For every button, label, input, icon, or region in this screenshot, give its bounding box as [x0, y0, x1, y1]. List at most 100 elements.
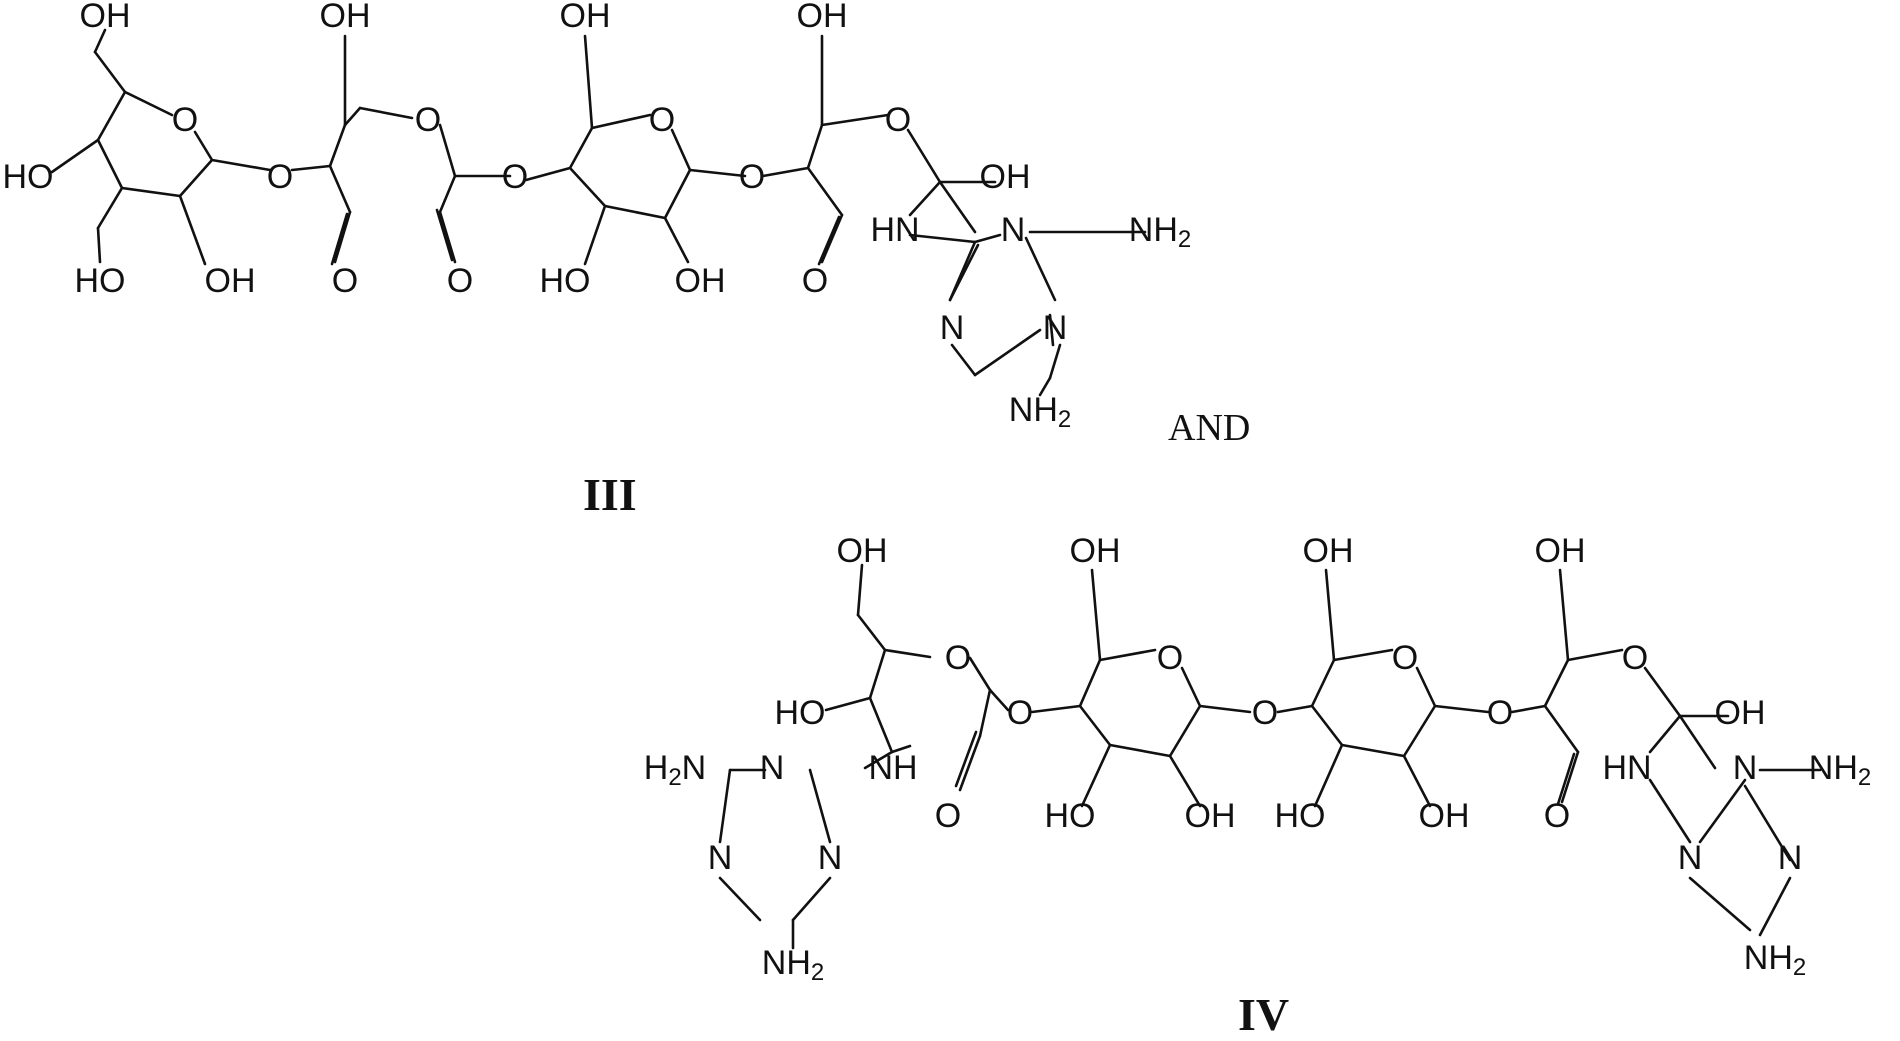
bond-line: [1678, 714, 1717, 770]
bond-line: [1324, 568, 1336, 662]
atom-label: HN: [1602, 749, 1651, 787]
atom-label: O: [649, 101, 675, 139]
atom-label: NH: [868, 749, 917, 787]
atom-label: OH: [1303, 532, 1354, 570]
bond-line: [1080, 743, 1112, 808]
bond-line: [1543, 704, 1580, 754]
bond-line: [93, 50, 127, 94]
bond-line: [1078, 704, 1112, 747]
atom-label: NH2: [1809, 749, 1871, 791]
bond-line: [96, 90, 127, 142]
bond-line: [438, 174, 457, 214]
bond-line: [958, 734, 982, 792]
bond-line: [1332, 648, 1394, 662]
molecule-label-iv: IV: [1238, 989, 1289, 1040]
bond-line: [1098, 648, 1157, 662]
atom-label: O: [885, 101, 911, 139]
bond-line: [820, 213, 844, 264]
bond-line: [1180, 666, 1202, 708]
bond-line: [938, 180, 977, 234]
atom-label: O: [267, 158, 293, 196]
bond-line: [1310, 704, 1344, 747]
atom-label: O: [935, 797, 961, 835]
bond-line: [950, 343, 977, 377]
bond-line: [856, 563, 864, 617]
bond-line: [906, 128, 942, 184]
atom-label: OH: [320, 0, 371, 35]
atom-label: OH: [1535, 532, 1586, 570]
bond-line: [1510, 704, 1547, 714]
bond-line: [96, 138, 124, 190]
bond-line: [1648, 778, 1692, 844]
bond-line: [806, 166, 844, 217]
bond-line: [438, 123, 457, 178]
atom-label: N: [1678, 839, 1703, 877]
bond-line: [1038, 376, 1052, 397]
bond-line: [883, 648, 932, 659]
bond-line: [856, 613, 887, 652]
bond-line: [761, 166, 810, 178]
bond-line: [210, 158, 272, 172]
bond-line: [1402, 754, 1432, 808]
bond-line: [193, 130, 214, 162]
bond-line: [1048, 313, 1055, 347]
bond-line: [824, 696, 872, 712]
atom-label: O: [447, 262, 473, 300]
atom-label: O: [1487, 694, 1513, 732]
bond-line: [820, 113, 890, 127]
atom-label: O: [802, 262, 828, 300]
bond-line: [290, 164, 332, 172]
atom-label: O: [945, 639, 971, 677]
bond-line: [1566, 648, 1624, 662]
atom-label: O: [1007, 694, 1033, 732]
atom-label: HO: [75, 262, 126, 300]
atom-label: OH: [1419, 797, 1470, 835]
atom-label: OH: [1070, 532, 1121, 570]
bond-line: [1108, 743, 1172, 758]
atom-label: HO: [3, 158, 54, 196]
atom-label: O: [1544, 797, 1570, 835]
bond-line: [358, 106, 414, 120]
atom-label: NH2: [1744, 939, 1806, 981]
bond-line: [718, 876, 762, 922]
bond-line: [50, 138, 100, 174]
bond-line: [1643, 666, 1682, 718]
bond-line: [93, 28, 107, 54]
bond-line: [908, 180, 942, 217]
atom-label: N: [1001, 211, 1026, 249]
connector-and: AND: [1168, 407, 1250, 449]
bond-line: [1648, 714, 1682, 754]
bond-line: [948, 240, 977, 302]
bond-line: [328, 164, 352, 214]
bond-line: [1048, 343, 1062, 380]
bond-line: [688, 168, 747, 178]
bond-line: [973, 233, 1002, 244]
bond-line: [1310, 658, 1336, 708]
bond-line: [1743, 784, 1792, 862]
bond-line: [1078, 658, 1102, 708]
atom-label: O: [332, 262, 358, 300]
bond-line: [1560, 750, 1580, 804]
atom-label: HO: [1275, 797, 1326, 835]
atom-label: N: [1043, 309, 1068, 347]
bond-line: [863, 750, 894, 770]
bond-line: [808, 768, 832, 844]
bond-line: [908, 233, 977, 244]
bond-line: [1168, 754, 1202, 808]
bond-line: [96, 186, 124, 230]
bond-line: [791, 876, 832, 922]
bond-line: [973, 328, 1042, 377]
atom-label: HN: [870, 211, 919, 249]
bond-line: [1688, 876, 1752, 932]
bond-line: [568, 126, 594, 170]
bond-line: [868, 648, 887, 700]
bond-line: [178, 194, 207, 266]
atom-label: OH: [560, 0, 611, 35]
atom-label: N: [708, 839, 733, 877]
bond-line: [868, 696, 894, 754]
bond-line: [438, 210, 457, 264]
atom-label: OH: [205, 262, 256, 300]
